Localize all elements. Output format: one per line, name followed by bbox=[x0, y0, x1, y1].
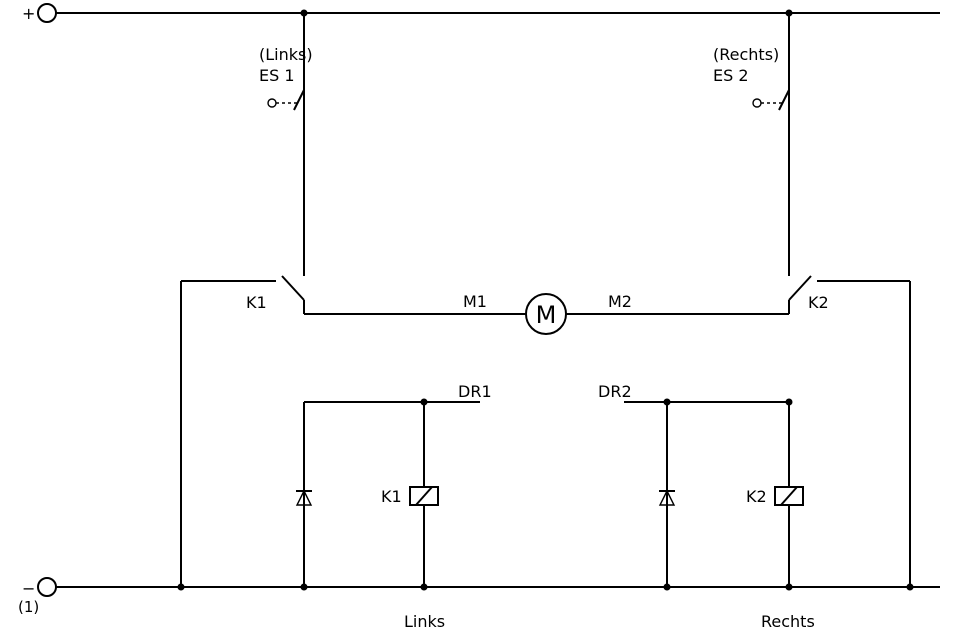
junction-dot bbox=[420, 398, 428, 406]
relay-coil-k1-label: K1 bbox=[381, 487, 402, 506]
bottom-label-links: Links bbox=[404, 612, 445, 631]
relay-coil-k1 bbox=[409, 486, 439, 506]
input-dr2-label: DR2 bbox=[598, 382, 632, 401]
motor-terminal-m2: M2 bbox=[608, 292, 632, 311]
limit-switch-es2-side: (Rechts) bbox=[713, 45, 779, 64]
motor-symbol: M bbox=[536, 301, 557, 329]
limit-switch-es2-name: ES 2 bbox=[713, 66, 749, 85]
junction-dot bbox=[785, 398, 793, 406]
limit-switch-es2 bbox=[752, 13, 790, 276]
positive-rail bbox=[37, 3, 940, 23]
negative-terminal-note: (1) bbox=[18, 598, 39, 616]
input-dr1-label: DR1 bbox=[458, 382, 492, 401]
motor-terminal-m1: M1 bbox=[463, 292, 487, 311]
relay-coil-k2 bbox=[774, 486, 804, 506]
negative-terminal-label: − bbox=[22, 579, 35, 598]
relay-coil-k2-label: K2 bbox=[746, 487, 767, 506]
negative-rail bbox=[37, 577, 940, 597]
relay-contact-k2 bbox=[788, 275, 911, 587]
relay-contact-k1-label: K1 bbox=[246, 293, 267, 312]
limit-switch-es1-name: ES 1 bbox=[259, 66, 295, 85]
diode-left bbox=[295, 489, 313, 506]
limit-switch-es1 bbox=[267, 13, 305, 276]
junction-dot bbox=[663, 398, 671, 406]
relay-contact-k2-label: K2 bbox=[808, 293, 829, 312]
diode-right bbox=[658, 489, 676, 506]
bottom-label-rechts: Rechts bbox=[761, 612, 815, 631]
coil-circuit-right bbox=[624, 398, 793, 587]
positive-terminal-label: + bbox=[22, 4, 35, 23]
limit-switch-es1-side: (Links) bbox=[259, 45, 313, 64]
motor bbox=[304, 293, 789, 335]
relay-contact-k1 bbox=[180, 275, 305, 587]
